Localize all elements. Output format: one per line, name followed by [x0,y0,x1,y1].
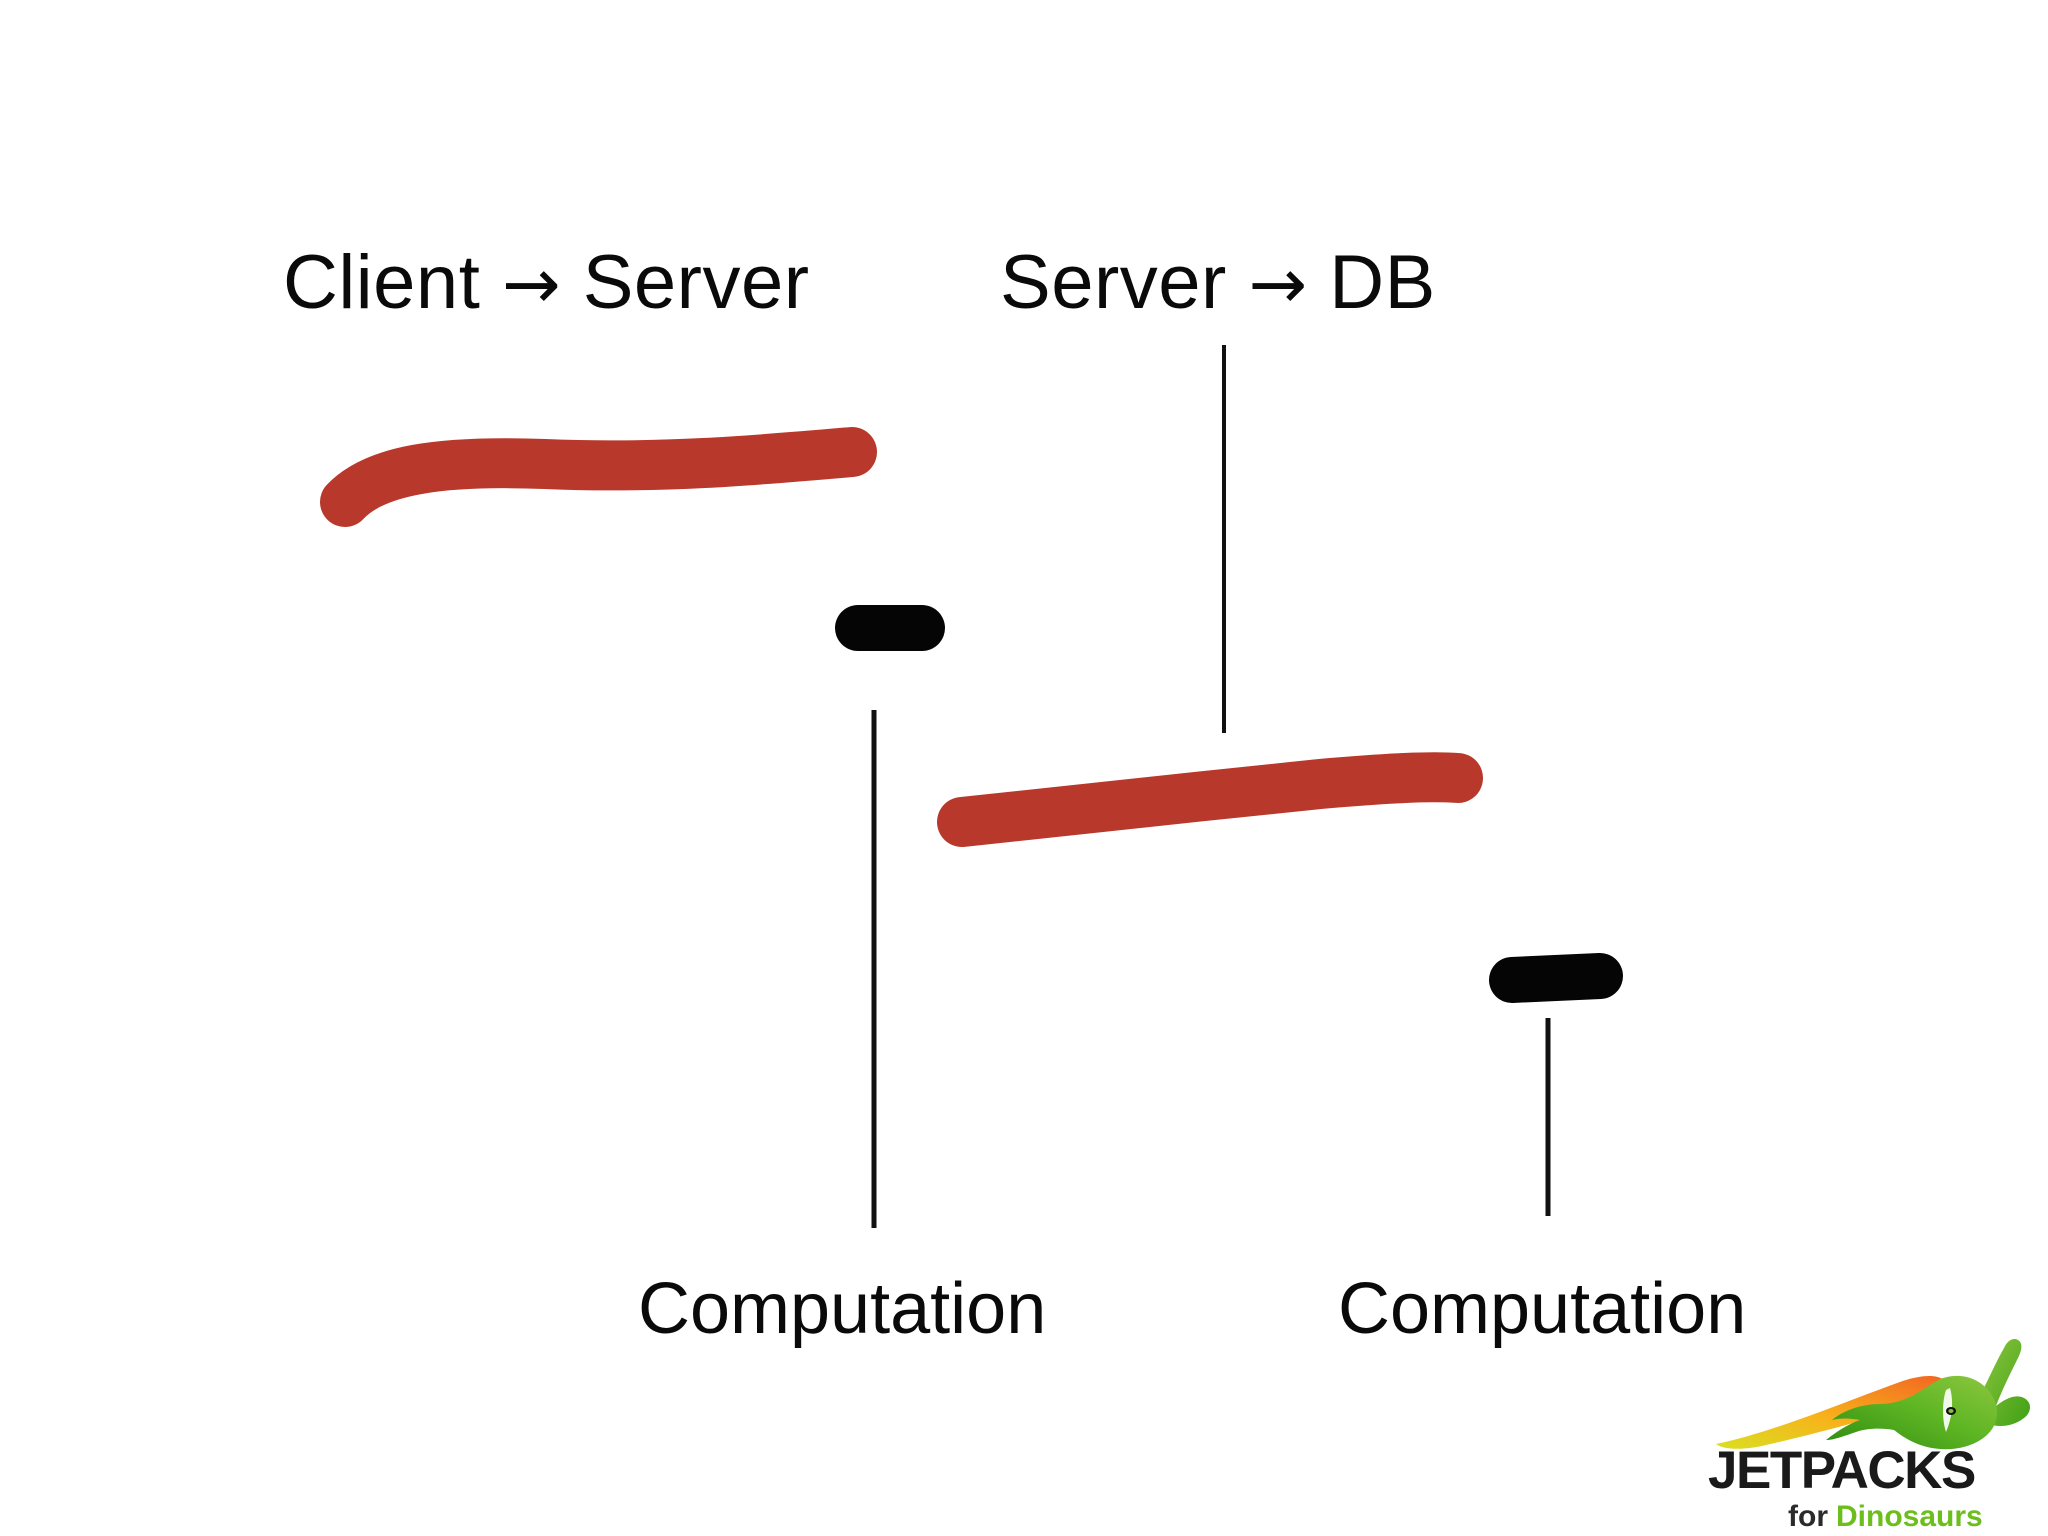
logo-tagline-dinosaurs: Dinosaurs [1836,1500,1983,1533]
logo-svg: JETPACKS for Dinosaurs [1708,1338,2030,1533]
jet-flame-icon [1716,1376,1947,1449]
logo-tagline-for: for [1788,1500,1828,1533]
logo-wordmark: JETPACKS [1708,1441,1975,1500]
label-client-text: Client [283,240,481,325]
label-server-to-db: Server → DB [1000,245,1436,321]
computation-bar-2 [1489,953,1623,1003]
arrow-right-icon: → [1248,243,1308,325]
label-server-text: Server [582,240,810,325]
caption-computation-2: Computation [1338,1269,1747,1349]
jetpacks-for-dinosaurs-logo: JETPACKS for Dinosaurs [1704,1336,2048,1536]
dinosaur-body-icon [1826,1375,1997,1450]
label-client-to-server: Client → Server [283,245,810,321]
network-bar-client-server [320,427,877,527]
caption-computation-1: Computation [638,1269,1047,1349]
network-bar-server-db [937,752,1483,847]
arrow-right-icon: → [501,243,562,325]
label-server2-text: Server [1000,240,1227,325]
label-db-text: DB [1329,240,1436,325]
dinosaur-eye-pupil [1948,1409,1954,1413]
